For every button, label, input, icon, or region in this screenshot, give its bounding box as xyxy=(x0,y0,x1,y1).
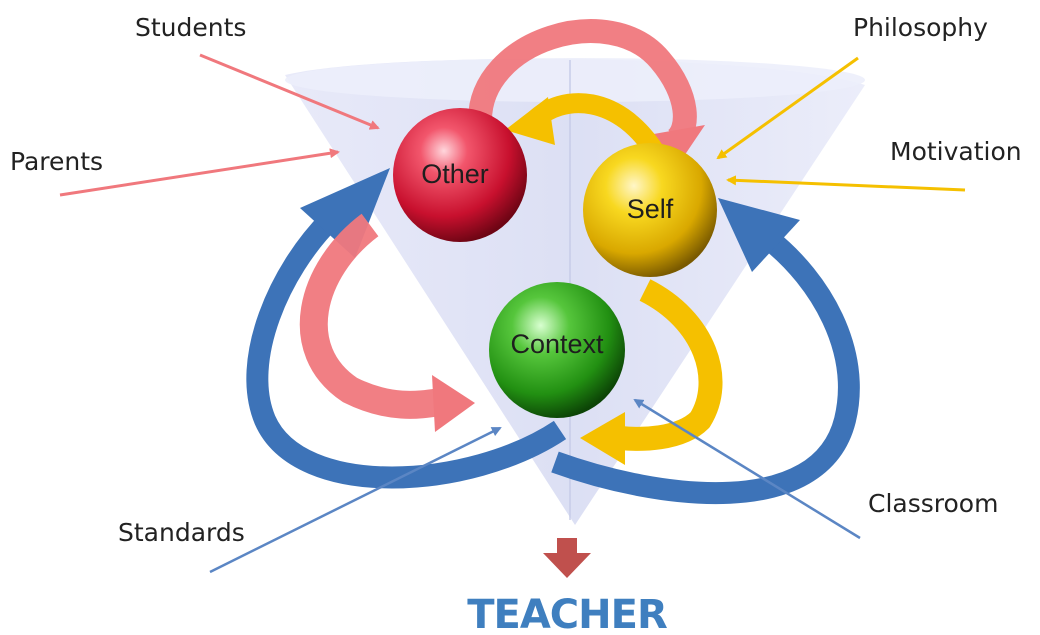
label-students: Students xyxy=(135,13,246,42)
classroom-arrow xyxy=(633,398,861,540)
sphere-self: Self xyxy=(583,143,717,277)
label-motivation: Motivation xyxy=(890,137,1022,166)
philosophy-arrow xyxy=(716,56,859,160)
sphere-self-label: Self xyxy=(627,194,674,224)
sphere-context-label: Context xyxy=(510,329,604,359)
students-arrow xyxy=(199,53,380,130)
blue-arrow-to-other xyxy=(246,168,567,489)
label-standards: Standards xyxy=(118,518,245,547)
sphere-other-label: Other xyxy=(421,159,489,189)
pink-arrow-top xyxy=(468,19,705,165)
blue-arrow-to-self xyxy=(551,198,860,505)
gold-arrow-top xyxy=(505,93,669,166)
label-classroom: Classroom xyxy=(868,489,998,518)
standards-arrow xyxy=(209,426,502,574)
parents-arrow xyxy=(59,148,340,197)
teacher-title: TEACHER xyxy=(467,592,667,635)
gold-arrow-right xyxy=(580,279,723,465)
down-arrow xyxy=(543,538,591,578)
pink-arrow-left xyxy=(299,213,475,432)
label-parents: Parents xyxy=(10,147,103,176)
sphere-other: Other xyxy=(393,108,527,242)
label-philosophy: Philosophy xyxy=(853,13,988,42)
motivation-arrow xyxy=(726,175,966,192)
sphere-context: Context xyxy=(489,282,625,418)
